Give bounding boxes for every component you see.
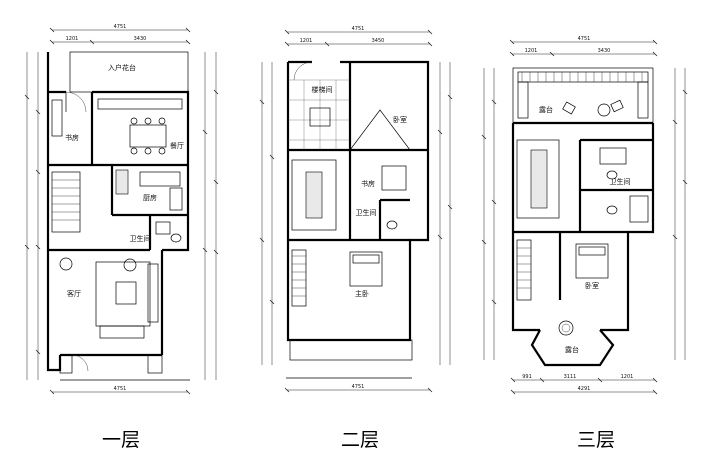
floor-label-1: 一层 <box>102 429 140 451</box>
dim-bottom-total: 4751 <box>352 384 365 390</box>
dim-top-total: 4751 <box>114 24 127 30</box>
room-balcony: 露台 <box>565 345 579 354</box>
floor-label-3: 三层 <box>577 429 615 451</box>
room-entrance: 入户花台 <box>108 63 136 72</box>
room-study-2: 书房 <box>361 179 375 188</box>
room-stair-hall: 楼梯间 <box>312 85 333 94</box>
room-bath-3: 卫生间 <box>610 177 631 186</box>
dim-top-a: 1201 <box>66 36 79 42</box>
room-bath-2: 卫生间 <box>356 208 377 217</box>
dim-bottom-b: 3111 <box>564 374 577 380</box>
floor-label-2: 二层 <box>341 429 379 451</box>
room-bedroom-2: 卧室 <box>393 115 407 124</box>
floor-plan-1: 4751 1201 3430 入户花台 书房 <box>24 24 219 451</box>
floor-plan-2: 4751 1201 3450 楼梯间 卧室 <box>259 26 453 451</box>
room-kitchen: 厨房 <box>143 193 157 202</box>
dim-bottom-c: 1201 <box>621 374 634 380</box>
dim-top-a: 1201 <box>525 48 538 54</box>
dim-bottom-a: 991 <box>522 374 532 380</box>
dim-bottom-total: 4291 <box>578 386 591 392</box>
room-living: 客厅 <box>67 289 81 298</box>
dim-top-total: 4751 <box>352 26 365 32</box>
dim-top-b: 3430 <box>134 36 147 42</box>
dim-top-a: 1201 <box>300 38 313 44</box>
dim-top-total: 4751 <box>578 36 591 42</box>
room-terrace: 露台 <box>539 105 553 114</box>
floor-plan-3: 4751 1201 3430 露台 <box>481 36 688 451</box>
dim-bottom-total: 4751 <box>114 386 127 392</box>
dim-top-b: 3450 <box>372 38 385 44</box>
room-dining: 餐厅 <box>170 141 184 150</box>
room-bedroom-3: 卧室 <box>585 281 599 290</box>
dim-top-b: 3430 <box>598 48 611 54</box>
room-bath-1: 卫生间 <box>130 234 151 243</box>
room-study-1: 书房 <box>65 133 79 142</box>
room-master: 主卧 <box>355 289 369 298</box>
floor-tiles <box>288 79 350 150</box>
